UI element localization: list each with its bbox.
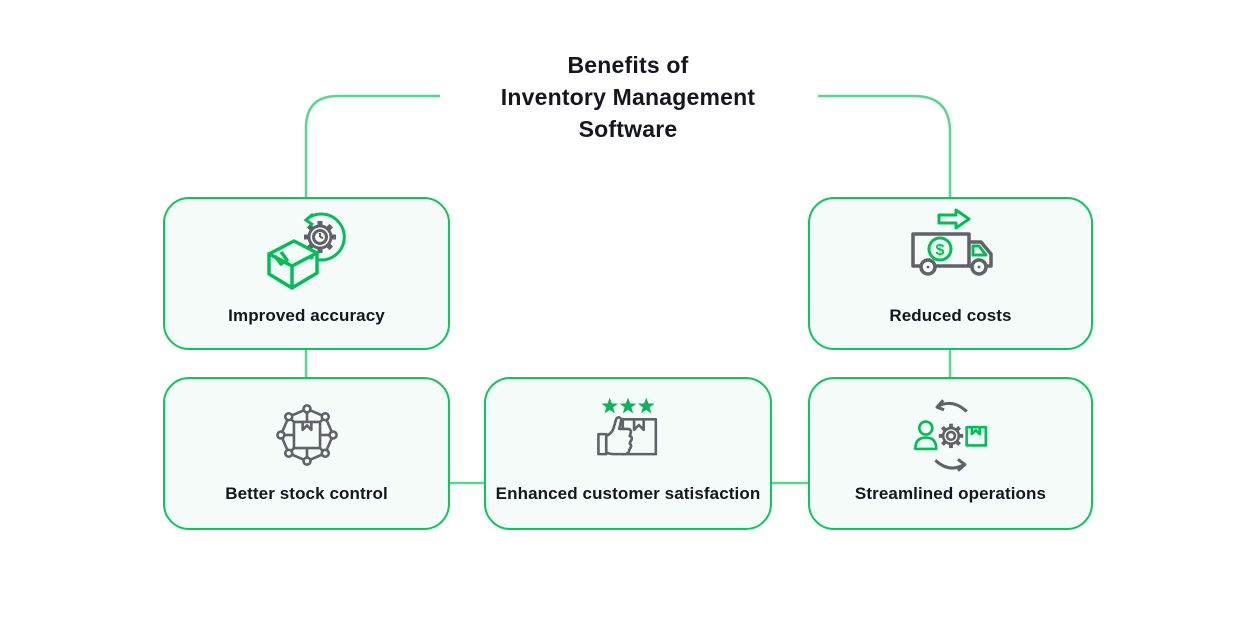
rating-stars	[601, 397, 655, 414]
truck-dollar-icon: $	[905, 204, 997, 296]
connector-title-to-right	[818, 94, 952, 197]
card-enhanced-customer-satisfaction: Enhanced customer satisfaction	[484, 377, 772, 530]
card-label: Reduced costs	[889, 306, 1012, 325]
card-streamlined-operations: Streamlined operations	[808, 377, 1093, 530]
connector-title-to-left	[304, 94, 440, 197]
thumbs-up-rating-icon	[588, 395, 668, 475]
card-label: Improved accuracy	[228, 306, 385, 325]
title-line-2: Inventory Management	[500, 84, 756, 110]
title-line-3: Software	[578, 116, 678, 142]
dollar-symbol: $	[935, 242, 944, 259]
card-label: Better stock control	[225, 484, 388, 503]
distribution-network-icon	[267, 395, 347, 475]
title-line-1: Benefits of	[567, 52, 689, 78]
card-label: Enhanced customer satisfaction	[495, 484, 761, 503]
person-gear-package-cycle-icon	[911, 395, 991, 475]
card-label: Streamlined operations	[854, 484, 1047, 503]
package-gear-clock-icon	[261, 204, 353, 296]
card-reduced-costs: $ Reduced costs	[808, 197, 1093, 350]
card-better-stock-control: Better stock control	[163, 377, 450, 530]
card-improved-accuracy: Improved accuracy	[163, 197, 450, 350]
page-title: Benefits of Inventory Management Softwar…	[428, 49, 828, 145]
